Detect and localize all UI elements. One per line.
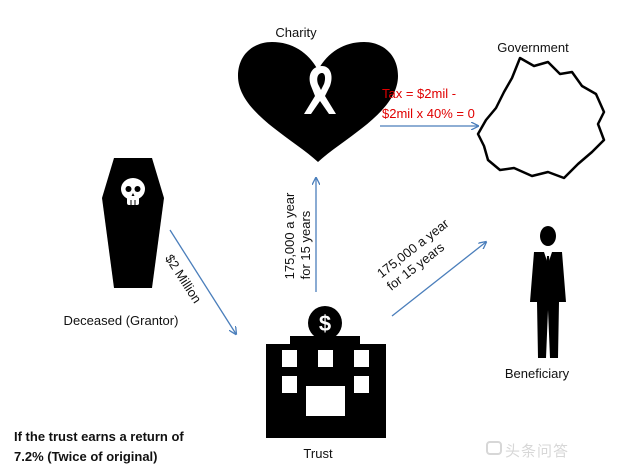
return-note: If the trust earns a return of 7.2% (Twi… [14, 427, 184, 467]
trust-to-charity-line-1: 175,000 a year [282, 192, 297, 280]
government-label: Government [497, 40, 569, 55]
watermark-text: 头条问答 [505, 443, 570, 460]
heart-ribbon-icon [238, 42, 398, 162]
trust-to-charity-text: 175,000 a year for 15 years [282, 193, 314, 280]
arrow-deceased-to-trust [169, 229, 236, 334]
svg-text:$: $ [319, 311, 331, 336]
return-note-line-1: If the trust earns a return of [14, 429, 184, 444]
bank-dollar-icon: $ [266, 306, 386, 438]
watermark-icon [486, 441, 502, 455]
arrow-trust-to-beneficiary [391, 242, 486, 317]
coffin-skull-icon [102, 158, 164, 288]
person-suit-icon [530, 226, 566, 358]
tax-calculation-text: Tax = $2mil - $2mil x 40% = 0 [382, 84, 475, 124]
beneficiary-label: Beneficiary [504, 366, 570, 381]
return-note-line-2: 7.2% (Twice of original) [14, 449, 158, 464]
tax-line-1: Tax = $2mil - [382, 86, 457, 101]
trust-label: Trust [303, 446, 333, 461]
tax-line-2: $2mil x 40% = 0 [382, 106, 475, 121]
deceased-label: Deceased (Grantor) [63, 313, 179, 328]
charity-label: Charity [275, 25, 317, 40]
government-map-icon [476, 56, 606, 180]
trust-to-charity-line-2: for 15 years [298, 210, 313, 280]
